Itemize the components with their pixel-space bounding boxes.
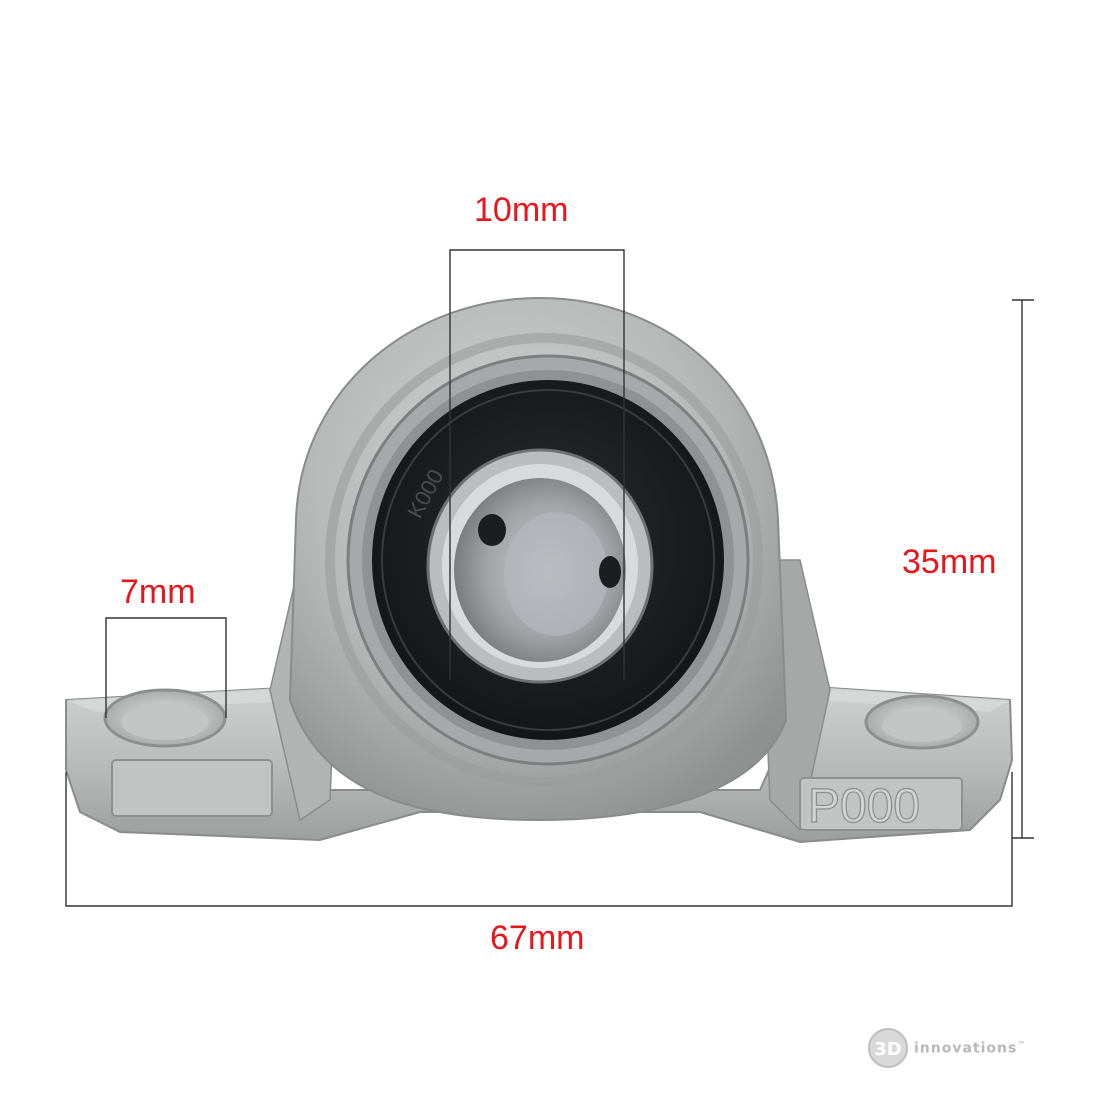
hole-dimension-bracket [105, 617, 227, 718]
set-screw-icon [599, 556, 621, 588]
brand-logo-icon: 3D [868, 1028, 908, 1068]
height-label: 35mm [902, 543, 997, 581]
width-dimension-line [65, 772, 1013, 907]
height-dimension-line [1012, 299, 1034, 839]
mount-hole-left [103, 688, 227, 748]
logo-mark: 3D [874, 1039, 901, 1060]
logo-text: innovations [914, 1040, 1018, 1057]
housing-marking: P000 [808, 780, 920, 833]
shaft-diameter-label: 10mm [474, 191, 569, 229]
bearing: K000 [346, 354, 750, 766]
set-screw-icon [478, 514, 506, 546]
width-label: 67mm [490, 919, 585, 957]
mount-hole-label: 7mm [120, 573, 196, 611]
mount-hole-right [864, 694, 980, 750]
trademark-symbol: ™ [1017, 1040, 1027, 1049]
dimension-lines [65, 249, 1034, 907]
shaft-dimension-bracket [449, 249, 625, 680]
foot-recess-left [111, 759, 273, 817]
foot-recess-right [799, 777, 963, 831]
brand-logo: innovations™ [868, 1026, 1058, 1072]
